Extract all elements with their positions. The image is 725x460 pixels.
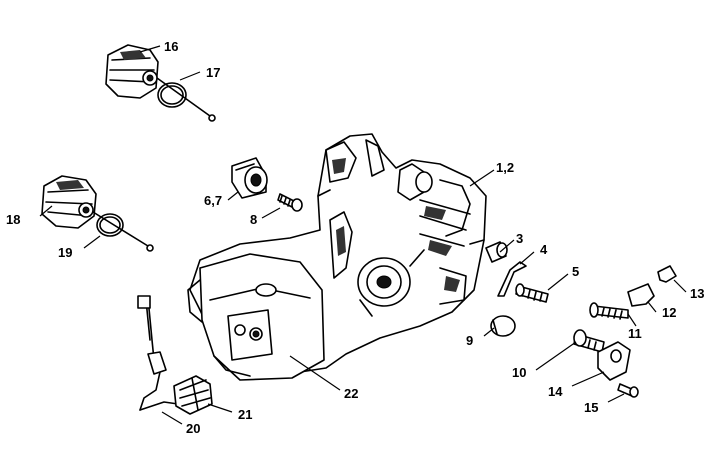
callout-3: 3 [516, 231, 523, 246]
adjuster-part-10 [573, 329, 605, 353]
callout-22: 22 [344, 386, 358, 401]
chain-catcher-part-12 [627, 283, 655, 307]
callout-11: 11 [628, 326, 642, 341]
clamp-part-14 [597, 341, 631, 381]
callout-18: 18 [6, 212, 20, 227]
callout-1-2: 1,2 [496, 160, 514, 175]
callout-21: 21 [238, 407, 252, 422]
tank-housing-part-22 [187, 253, 325, 381]
plug-part-9 [490, 315, 516, 337]
callout-13: 13 [690, 286, 704, 301]
screw-part-8 [277, 193, 303, 212]
bracket-part-4 [497, 261, 527, 297]
oil-pump-part-16 [105, 44, 216, 122]
o-ring-part-17 [157, 82, 187, 108]
o-ring-part-19 [96, 213, 124, 237]
callout-17: 17 [206, 65, 220, 80]
callout-6-7: 6,7 [204, 193, 222, 208]
callout-19: 19 [58, 245, 72, 260]
callout-5: 5 [572, 264, 579, 279]
callout-10: 10 [512, 365, 526, 380]
sleeve-part-3 [485, 241, 508, 263]
oil-pump-part-18 [41, 175, 154, 252]
callout-15: 15 [584, 400, 598, 415]
callout-4: 4 [540, 242, 548, 257]
screw-part-15 [617, 383, 639, 398]
callout-16: 16 [164, 39, 178, 54]
clip-part-13 [657, 265, 677, 283]
callout-8: 8 [250, 212, 257, 227]
stud-part-5 [515, 283, 549, 303]
callout-12: 12 [662, 305, 676, 320]
callout-9: 9 [466, 333, 473, 348]
annular-buffer-part-6-7 [231, 157, 268, 199]
pickup-body-part-21 [173, 375, 213, 415]
screw-part-11 [589, 302, 629, 320]
callout-20: 20 [186, 421, 200, 436]
callout-14: 14 [548, 384, 563, 399]
oil-hose-part-20 [137, 295, 179, 411]
